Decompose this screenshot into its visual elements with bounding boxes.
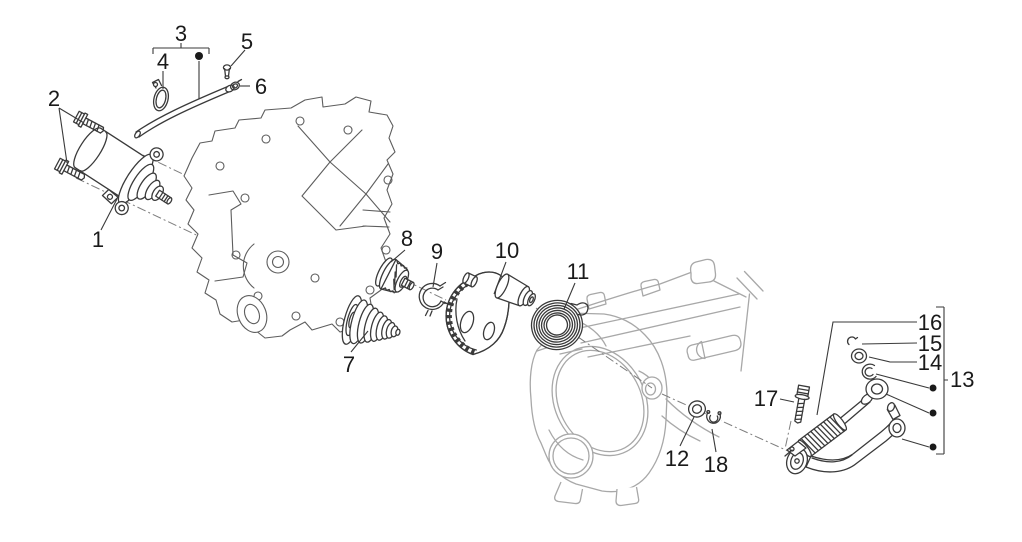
sector-gear-stud	[462, 272, 478, 288]
starter-motor	[73, 127, 173, 216]
wave-washer	[861, 363, 877, 380]
part-label-5: 5	[241, 29, 253, 54]
spiral-spring	[530, 299, 589, 351]
callout-dot	[929, 384, 937, 392]
lever-clevis	[786, 440, 807, 457]
part-label-15: 15	[918, 331, 942, 356]
cover-top-tab	[640, 278, 661, 297]
callout-labels: 1 2 3 4 5 6 7 8 9 10 11 12 13 14 15 16 1…	[48, 21, 975, 477]
cover-slot	[686, 334, 742, 361]
hose-screw	[222, 64, 232, 80]
part-label-18: 18	[704, 452, 728, 477]
callout-dot	[929, 443, 937, 451]
crankcase-ribs	[297, 125, 391, 231]
part-label-3: 3	[175, 21, 187, 46]
sector-gear-hub	[494, 273, 536, 307]
starter-pinion-gear	[375, 257, 415, 294]
drive-coupling-cone	[341, 295, 401, 345]
part-label-16: 16	[918, 310, 942, 335]
retaining-clip	[418, 281, 451, 317]
cover-cut-hatch	[736, 270, 764, 300]
hose-clamp	[151, 78, 170, 112]
part-label-13: 13	[950, 367, 974, 392]
crankcase-center-boss	[242, 243, 290, 289]
part-label-1: 1	[92, 227, 104, 252]
flat-washer	[850, 348, 868, 364]
engine-crankcase	[183, 96, 396, 339]
part-label-9: 9	[431, 239, 443, 264]
snap-ring	[705, 409, 722, 427]
small-clip	[846, 336, 859, 346]
hose-clip	[229, 78, 243, 91]
part-label-12: 12	[665, 446, 689, 471]
bracket-3	[152, 43, 210, 54]
part-label-8: 8	[401, 226, 413, 251]
part-label-10: 10	[495, 238, 519, 263]
flange-bolt	[794, 384, 811, 424]
callout-dot	[929, 409, 937, 417]
part-label-11: 11	[567, 259, 590, 284]
sector-gear	[445, 271, 536, 356]
crankcase-bottom-boss	[236, 295, 268, 333]
bracket-13	[936, 306, 948, 455]
part-label-14: 14	[918, 350, 942, 375]
part-label-6: 6	[255, 74, 267, 99]
part-label-7: 7	[343, 352, 355, 377]
cover-arm-end-tab	[689, 258, 717, 285]
crankcase-left-bracket	[208, 190, 248, 282]
lever-pivot-boss	[865, 378, 889, 400]
part-label-17: 17	[754, 386, 778, 411]
part-label-4: 4	[157, 49, 169, 74]
cover-cut-edge	[740, 293, 751, 372]
lever-end-boss	[888, 418, 906, 438]
part-label-2: 2	[48, 86, 60, 111]
washer	[687, 400, 707, 418]
kickstart-lever-group	[784, 336, 906, 475]
callout-leaders	[58, 43, 948, 455]
breather-hose	[134, 84, 235, 139]
callout-dot	[195, 52, 203, 60]
